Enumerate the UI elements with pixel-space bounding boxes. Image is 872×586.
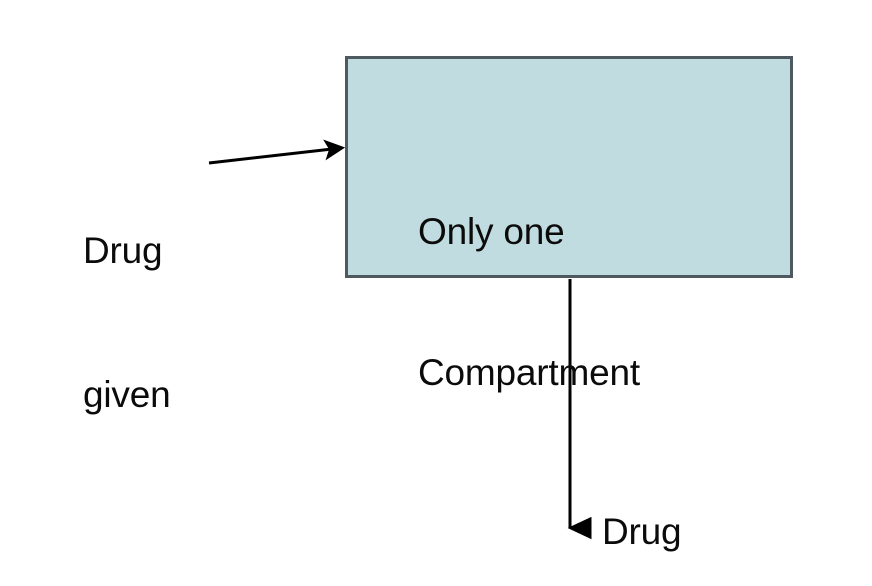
drug-given-label-line-2: given [83, 374, 171, 415]
drug-given-label: Drug given [83, 131, 171, 515]
drug-eliminated-label-line-1: Drug [602, 511, 682, 552]
compartment-box: Only one Compartment [345, 56, 793, 393]
compartment-label-line-1: Only one [418, 211, 565, 252]
drug-eliminated-label: Drug Eliminated [602, 412, 773, 586]
input-arrow [208, 139, 346, 165]
compartment-box-label: Only one Compartment [418, 114, 640, 490]
drug-given-label-line-1: Drug [83, 230, 163, 271]
compartment-label-line-2: Compartment [418, 352, 640, 393]
